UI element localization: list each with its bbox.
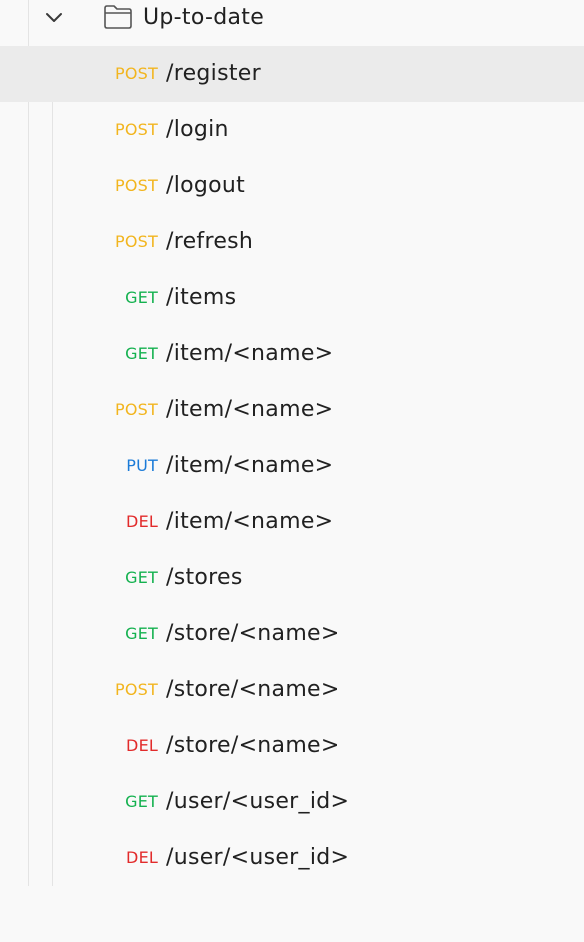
request-item[interactable]: GET/items [0,270,584,326]
request-item[interactable]: DEL/item/<name> [0,494,584,550]
request-path: /login [166,117,229,142]
method-badge: DEL [126,848,158,867]
request-path: /store/<name> [166,677,340,702]
chevron-down-icon[interactable] [44,8,64,28]
request-item[interactable]: DEL/user/<user_id> [0,830,584,886]
folder-name: Up-to-date [143,5,265,30]
request-path: /items [166,285,237,310]
request-item[interactable]: POST/refresh [0,214,584,270]
method-badge: POST [115,120,158,139]
request-item[interactable]: POST/store/<name> [0,662,584,718]
request-item[interactable]: PUT/item/<name> [0,438,584,494]
method-badge: GET [125,344,158,363]
request-item[interactable]: GET/user/<user_id> [0,774,584,830]
request-item[interactable]: DEL/store/<name> [0,718,584,774]
method-badge: POST [115,64,158,83]
request-path: /user/<user_id> [166,845,350,870]
method-badge: DEL [126,736,158,755]
method-badge: GET [125,792,158,811]
tree-indent-guide [28,0,29,886]
method-badge: DEL [126,512,158,531]
folder-row[interactable]: Up-to-date [0,0,584,36]
request-path: /stores [166,565,243,590]
request-item[interactable]: POST/register [0,46,584,102]
request-path: /refresh [166,229,254,254]
method-badge: GET [125,288,158,307]
request-item[interactable]: GET/stores [0,550,584,606]
request-path: /user/<user_id> [166,789,350,814]
request-path: /store/<name> [166,621,340,646]
request-path: /item/<name> [166,397,334,422]
request-item[interactable]: POST/item/<name> [0,382,584,438]
method-badge: PUT [126,456,158,475]
request-item[interactable]: POST/login [0,102,584,158]
request-path: /item/<name> [166,341,334,366]
request-path: /register [166,61,261,86]
request-path: /item/<name> [166,453,334,478]
method-badge: POST [115,176,158,195]
request-item[interactable]: POST/logout [0,158,584,214]
request-path: /item/<name> [166,509,334,534]
tree-indent-guide [52,46,53,886]
request-item[interactable]: GET/store/<name> [0,606,584,662]
method-badge: POST [115,400,158,419]
method-badge: GET [125,624,158,643]
method-badge: POST [115,680,158,699]
request-item[interactable]: GET/item/<name> [0,326,584,382]
method-badge: POST [115,232,158,251]
folder-icon [103,4,133,30]
request-path: /store/<name> [166,733,340,758]
method-badge: GET [125,568,158,587]
request-path: /logout [166,173,246,198]
